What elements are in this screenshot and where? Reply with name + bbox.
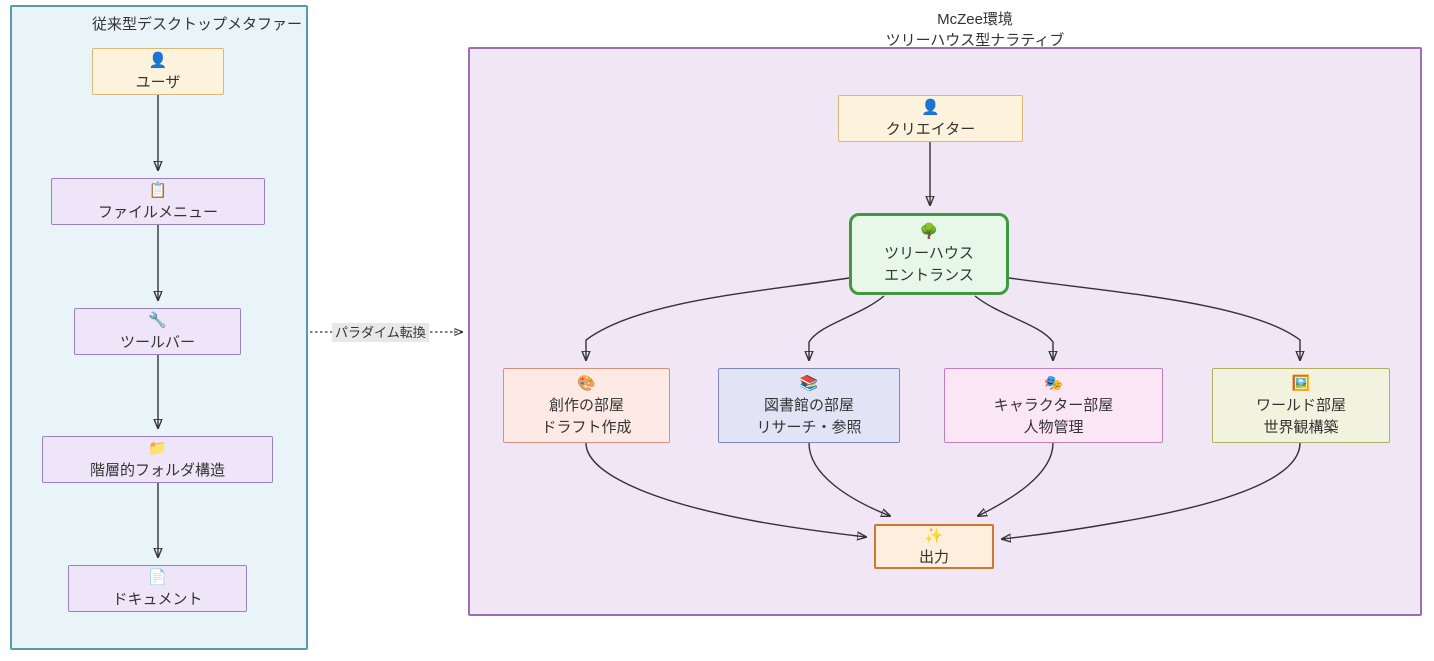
node-room-library[interactable]: 📚 図書館の部屋 リサーチ・参照 bbox=[718, 368, 900, 443]
node-toolbar-label: ツールバー bbox=[119, 333, 195, 351]
node-toolbar[interactable]: 🔧 ツールバー bbox=[74, 308, 241, 355]
node-room-library-label: 図書館の部屋 リサーチ・参照 bbox=[756, 396, 862, 436]
landscape-icon: 🖼️ bbox=[1291, 374, 1311, 392]
sparkles-icon: ✨ bbox=[924, 526, 944, 544]
edge-treehouse-to-room-library bbox=[809, 295, 885, 360]
edge-treehouse-to-room-character bbox=[974, 295, 1053, 360]
node-folder-hierarchy[interactable]: 📁 階層的フォルダ構造 bbox=[42, 436, 273, 483]
node-creator[interactable]: 👤 クリエイター bbox=[838, 95, 1023, 142]
node-user[interactable]: 👤 ユーザ bbox=[92, 48, 224, 95]
edge-room-create-to-output bbox=[585, 442, 866, 537]
edge-room-library-to-output bbox=[808, 442, 890, 516]
node-treehouse-entrance-label: ツリーハウス エントランス bbox=[884, 245, 974, 284]
user-icon: 👤 bbox=[921, 98, 940, 116]
masks-icon: 🎭 bbox=[1044, 374, 1063, 392]
node-creator-label: クリエイター bbox=[885, 120, 976, 138]
node-room-world[interactable]: 🖼️ ワールド部屋 世界観構築 bbox=[1212, 368, 1390, 443]
edge-room-world-to-output bbox=[1002, 442, 1301, 539]
node-room-create-label: 創作の部屋 ドラフト作成 bbox=[541, 396, 632, 436]
clipboard-icon: 📋 bbox=[148, 181, 168, 199]
node-file-menu[interactable]: 📋 ファイルメニュー bbox=[51, 178, 265, 225]
node-document-label: ドキュメント bbox=[112, 590, 203, 608]
edge-label-paradigm-shift: パラダイム転換 bbox=[332, 323, 429, 342]
document-icon: 📄 bbox=[148, 568, 167, 586]
node-room-character-label: キャラクター部屋 人物管理 bbox=[993, 396, 1114, 436]
node-folder-hierarchy-label: 階層的フォルダ構造 bbox=[89, 461, 225, 479]
node-room-world-label: ワールド部屋 世界観構築 bbox=[1255, 396, 1346, 436]
node-document[interactable]: 📄 ドキュメント bbox=[68, 565, 247, 612]
node-treehouse-entrance[interactable]: 🌳 ツリーハウス エントランス bbox=[849, 213, 1009, 295]
user-icon: 👤 bbox=[148, 51, 168, 69]
edge-treehouse-to-room-world bbox=[1008, 277, 1300, 360]
wrench-icon: 🔧 bbox=[148, 311, 167, 329]
tree-icon: 🌳 bbox=[919, 223, 939, 240]
books-icon: 📚 bbox=[799, 374, 819, 392]
node-room-character[interactable]: 🎭 キャラクター部屋 人物管理 bbox=[944, 368, 1163, 443]
node-room-create[interactable]: 🎨 創作の部屋 ドラフト作成 bbox=[503, 368, 670, 443]
edge-treehouse-to-room-create bbox=[586, 277, 850, 360]
node-output-label: 出力 bbox=[918, 548, 949, 566]
edge-room-character-to-output bbox=[978, 442, 1054, 516]
palette-icon: 🎨 bbox=[577, 374, 596, 392]
folder-icon: 📁 bbox=[148, 439, 167, 457]
node-file-menu-label: ファイルメニュー bbox=[97, 203, 218, 221]
node-output[interactable]: ✨ 出力 bbox=[874, 524, 994, 569]
node-user-label: ユーザ bbox=[135, 73, 181, 91]
